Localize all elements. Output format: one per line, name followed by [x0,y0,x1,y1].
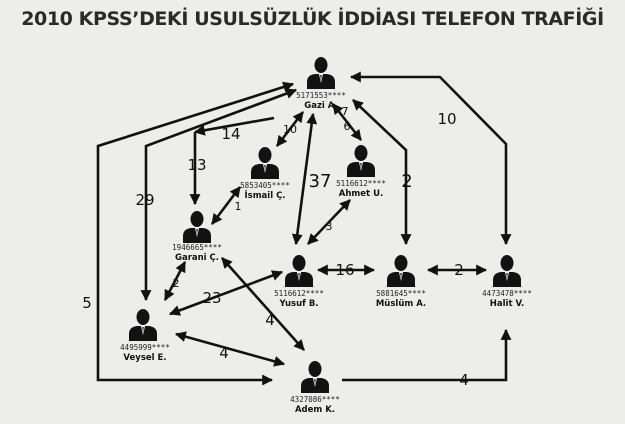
person-icon [307,57,335,89]
call-count-gazi-garani-arc: 14 [221,125,240,143]
edge-gazi-yusuf [291,112,318,246]
call-count-gazi-garani: 13 [187,156,206,174]
person-name: Gazi A. [304,101,338,111]
person-phone-number: 4327086**** [290,395,340,404]
call-count-adem-halit: 4 [459,371,469,389]
call-count-gazi-ahmet-6: 6 [344,120,351,133]
call-count-gazi-veysel: 29 [135,191,154,209]
person-muslum: 5881645**** Müslüm A. [376,255,426,309]
person-phone-number: 4473478**** [482,289,532,298]
person-name: Ahmet U. [339,189,383,199]
person-phone-number: 5853405**** [240,181,290,190]
person-name: Adem K. [295,405,335,415]
edge-adem-halit [342,328,512,382]
call-edges [96,71,512,386]
person-name: İsmail Ç. [244,190,285,201]
person-phone-number: 5116612**** [274,289,324,298]
call-count-labels: 5 29 13 14 10 7 6 37 2 10 1 3 2 23 4 4 1… [82,105,469,389]
person-ahmet: 5116612**** Ahmet U. [336,145,386,199]
person-name: Halit V. [490,299,524,309]
call-count-ahmet-yusuf: 3 [326,220,333,233]
edge-ismail-garani [210,186,242,225]
person-name: Garani Ç. [175,253,219,263]
person-phone-number: 5116612**** [336,179,386,188]
person-veysel: 4495999**** Veysel E. [120,309,170,363]
person-gazi: 5171553**** Gazi A. [296,57,346,111]
person-icon [285,255,313,287]
call-count-yusuf-muslum: 16 [335,261,354,279]
person-icon [493,255,521,287]
person-yusuf: 5116612**** Yusuf B. [274,255,324,309]
person-phone-number: 5171553**** [296,91,346,100]
person-icon [129,309,157,341]
person-icon [183,211,211,243]
edge-gazi-halit [349,71,512,246]
person-phone-number: 5881645**** [376,289,426,298]
call-count-garani-adem: 4 [265,311,275,329]
person-garani: 1946665**** Garani Ç. [172,211,222,263]
call-count-muslum-halit: 2 [454,261,464,279]
person-icon [301,361,329,393]
person-name: Müslüm A. [376,299,426,309]
edge-ahmet-yusuf [307,199,351,245]
call-count-veysel-gazi-outer: 5 [82,294,92,312]
call-count-gazi-ismail: 10 [283,123,297,136]
page-title: 2010 KPSS’DEKİ USULSÜZLÜK İDDİASI TELEFO… [21,8,604,30]
call-count-ismail-garani: 1 [235,200,242,213]
person-ismail: 5853405**** İsmail Ç. [240,147,290,201]
edge-gazi-garani-arc [193,116,275,136]
call-count-gazi-ahmet: 7 [342,105,349,118]
call-count-veysel-adem: 4 [219,344,229,362]
person-name: Yusuf B. [278,299,318,309]
person-name: Veysel E. [123,353,166,363]
person-adem: 4327086**** Adem K. [290,361,340,415]
person-icon [387,255,415,287]
person-halit: 4473478**** Halit V. [482,255,532,309]
person-phone-number: 4495999**** [120,343,170,352]
call-count-gazi-yusuf: 37 [309,171,332,192]
edge-gazi-veysel [140,88,298,302]
call-count-gazi-muslum: 2 [401,171,412,192]
call-count-veysel-yusuf: 23 [202,289,221,307]
edge-garani-adem [221,257,305,351]
person-icon [251,147,279,179]
person-icon [347,145,375,177]
edge-veysel-adem [174,331,286,367]
person-phone-number: 1946665**** [172,243,222,252]
call-count-garani-veysel: 2 [173,277,180,290]
call-count-gazi-halit: 10 [437,110,456,128]
